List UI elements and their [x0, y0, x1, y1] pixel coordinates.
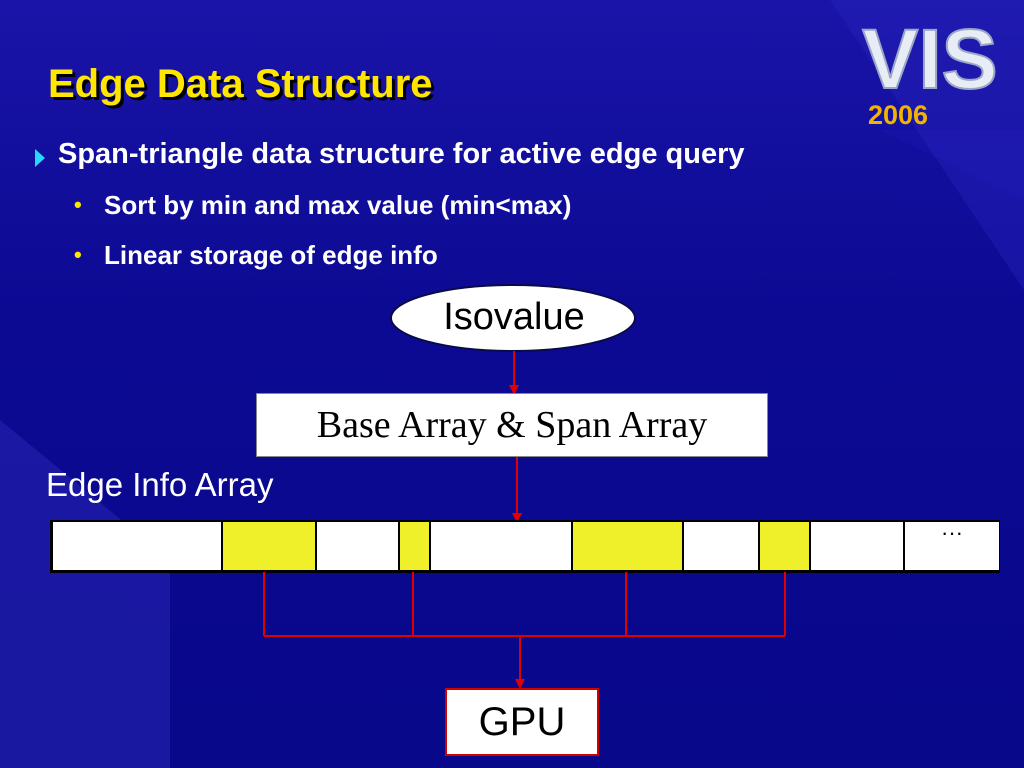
edge-info-array-label: Edge Info Array — [46, 466, 274, 503]
edge-array-cell-highlighted — [573, 522, 682, 570]
triangle-bullet-icon — [35, 149, 45, 167]
vis-2006-logo: VIS 2006 — [861, 11, 998, 130]
subbullet-text: Sort by min and max value (min<max) — [104, 190, 572, 220]
subbullet-item: • Linear storage of edge info — [30, 230, 990, 280]
edge-array-cell-highlighted — [400, 522, 429, 570]
edge-array-cell-highlighted — [760, 522, 809, 570]
edge-array-cell-highlighted — [223, 522, 315, 570]
slide-title: Edge Data Structure — [48, 62, 433, 106]
isovalue-label: Isovalue — [443, 296, 585, 338]
base-span-array-box: Base Array & Span Array — [256, 393, 768, 457]
bullet-text: Span-triangle data structure for active … — [58, 138, 745, 170]
edge-array-cell — [317, 522, 398, 570]
dot-bullet-icon: • — [74, 242, 82, 267]
logo-vis-text: VIS — [862, 12, 997, 106]
dot-bullet-icon: • — [74, 192, 82, 217]
gpu-box: GPU — [445, 688, 599, 756]
array-ellipsis: ··· — [941, 520, 963, 545]
logo-year-text: 2006 — [868, 100, 928, 130]
base-span-array-label: Base Array & Span Array — [316, 404, 708, 446]
edge-array-cell — [684, 522, 758, 570]
edge-array-cell — [811, 522, 903, 570]
edge-array-cell — [53, 522, 221, 570]
bullet-item: Span-triangle data structure for active … — [30, 138, 990, 180]
edge-array-cell-ellipsis — [905, 522, 999, 570]
bullet-list: Span-triangle data structure for active … — [30, 138, 990, 280]
subbullet-text: Linear storage of edge info — [104, 240, 438, 270]
edge-array-cell — [431, 522, 571, 570]
subbullet-item: • Sort by min and max value (min<max) — [30, 180, 990, 230]
edge-info-array — [50, 520, 1000, 573]
gpu-connectors — [263, 572, 786, 637]
gpu-label: GPU — [478, 699, 566, 744]
